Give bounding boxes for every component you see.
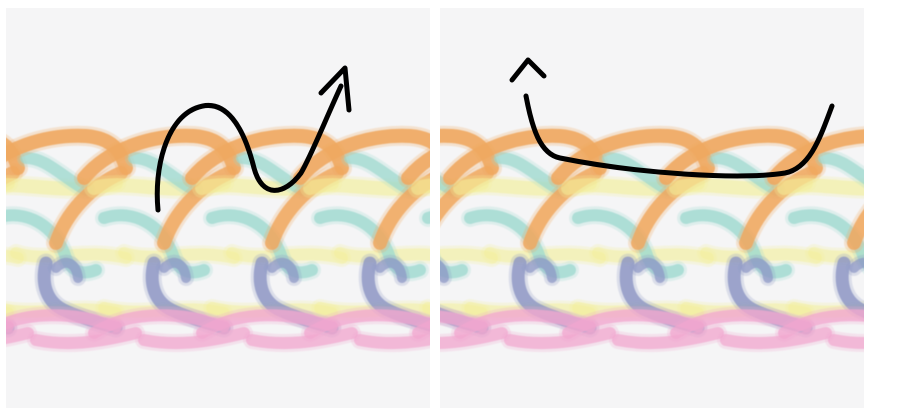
yellow-strand — [418, 183, 430, 189]
stitch-diagram-right — [440, 8, 864, 408]
arrow-head — [512, 60, 544, 80]
yellow-strand — [784, 183, 864, 189]
yellow-strand — [428, 308, 430, 313]
slate-strand — [440, 263, 444, 278]
left-pattern-panel — [6, 8, 430, 408]
braided-strands — [6, 136, 430, 343]
right-pattern-panel — [440, 8, 864, 408]
stitch-diagram-left — [6, 8, 430, 408]
